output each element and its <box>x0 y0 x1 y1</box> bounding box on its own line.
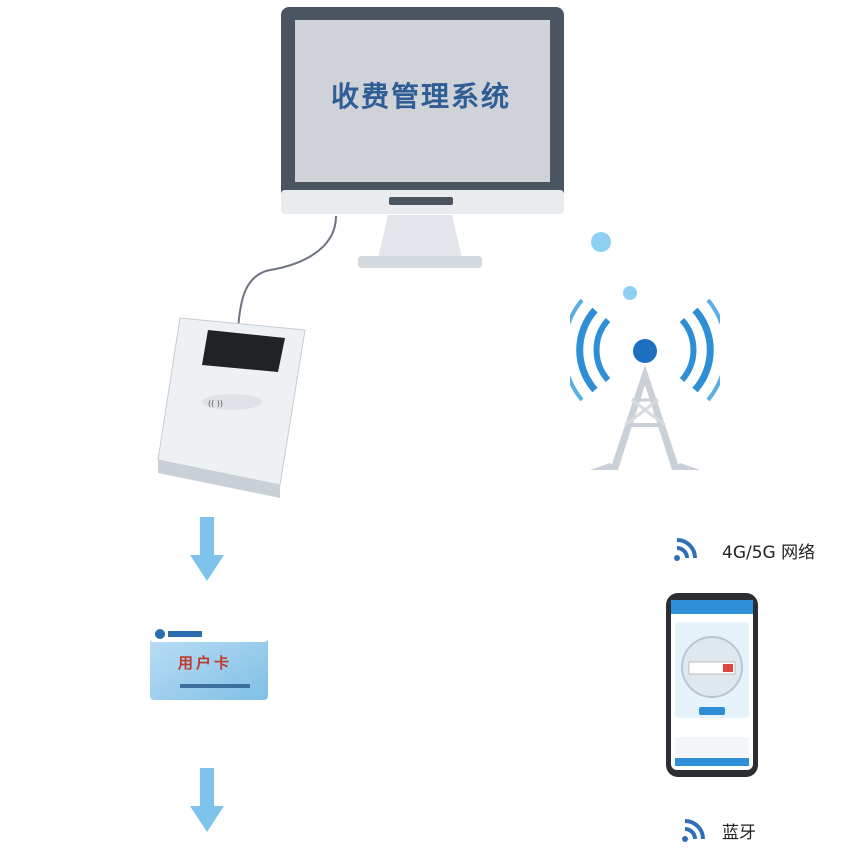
smartphone-illustration <box>666 593 758 777</box>
down-arrow-icon <box>190 768 224 832</box>
svg-text:(( )): (( )) <box>208 399 223 408</box>
system-title: 收费管理系统 <box>330 80 511 113</box>
bluetooth-waves-icon <box>682 819 705 842</box>
user-card-label: 用户卡 <box>178 654 233 672</box>
network-label: 4G/5G 网络 <box>722 543 816 563</box>
cell-tower-illustration <box>570 232 720 470</box>
bluetooth-label: 蓝牙 <box>722 823 756 843</box>
card-reader-illustration: (( )) <box>157 317 306 498</box>
user-card-illustration <box>150 626 268 700</box>
down-arrow-icon <box>190 517 224 581</box>
signal-waves-icon <box>674 538 697 561</box>
